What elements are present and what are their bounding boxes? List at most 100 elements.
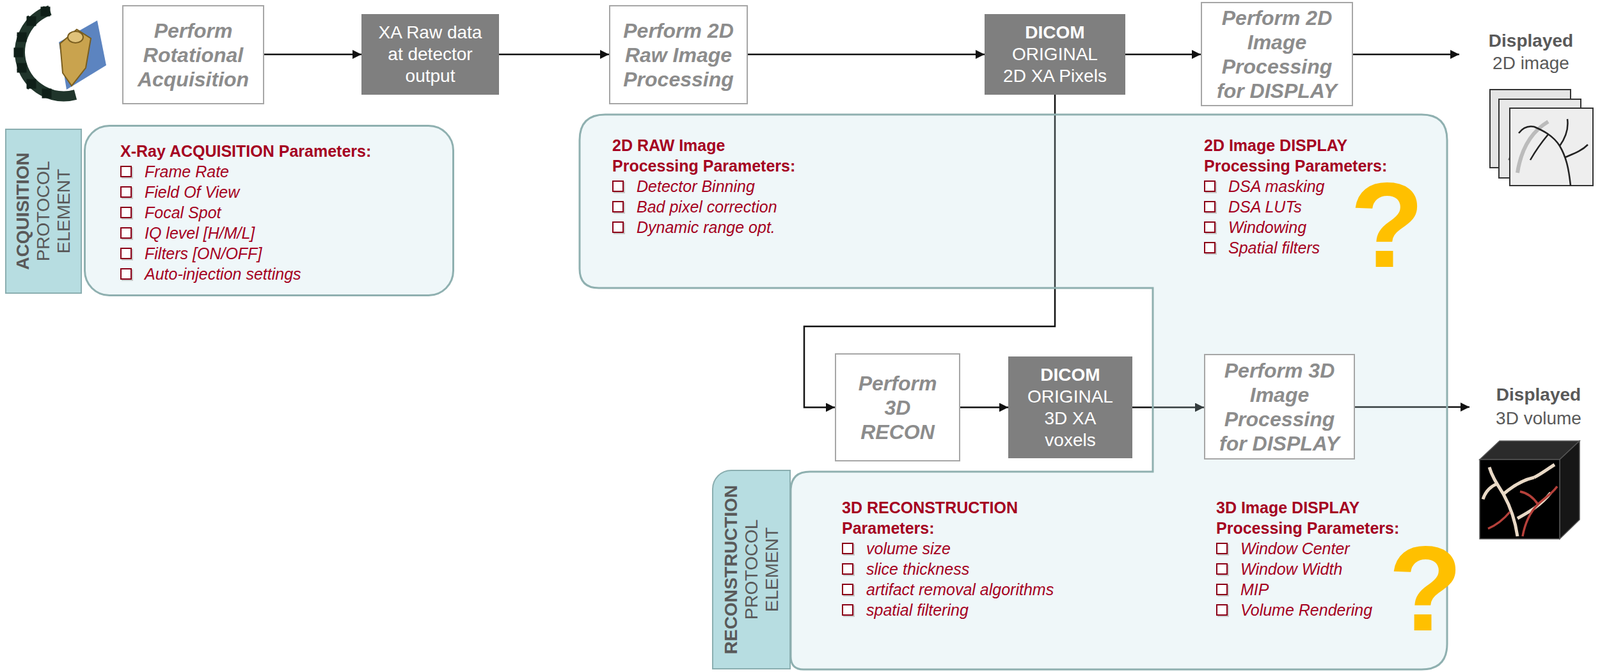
checklist-row: Volume Rendering	[1216, 599, 1409, 620]
param-heading: 3D RECONSTRUCTION Parameters:	[841, 497, 1034, 539]
checkbox-symbol	[841, 583, 854, 595]
checkbox-symbol	[1216, 542, 1228, 555]
checkbox-symbol	[1216, 562, 1228, 575]
param-item: Bad pixel correction	[636, 196, 778, 217]
param-item: artifact removal algorithms	[866, 578, 1054, 600]
vessel-tree	[1518, 118, 1588, 186]
param-item: Focal Spot	[144, 202, 222, 223]
data-box: XA Raw data at detector output	[361, 14, 500, 95]
checklist-row: Auto-injection settings	[120, 263, 372, 285]
checklist-row: MIP	[1216, 578, 1409, 600]
checkbox-symbol	[612, 180, 624, 192]
param-item: Spatial filters	[1228, 237, 1320, 258]
protocol-tab: ACQUISITIONPROTOCOL ELEMENT	[5, 128, 82, 294]
param-item: Window Width	[1240, 558, 1343, 579]
checklist-row: slice thickness	[841, 558, 1054, 579]
protocol-tab: RECONSTRUCTIONPROTOCOL ELEMENT	[712, 469, 791, 670]
param-item: Dynamic range opt.	[636, 216, 776, 238]
cube-front	[1479, 459, 1560, 539]
output-label: 3D volume	[1495, 407, 1582, 430]
checklist-row: spatial filtering	[841, 599, 1054, 620]
panel-outline-path	[579, 114, 1448, 670]
checkbox-symbol	[1203, 221, 1216, 233]
detector-modules	[14, 6, 51, 98]
detector-plane	[58, 20, 107, 90]
dicom-box: DICOMORIGINAL 3D XA voxels	[1008, 356, 1133, 459]
param-item: DSA masking	[1228, 175, 1325, 197]
parameter-group: 3D RECONSTRUCTION Parameters:volume size…	[841, 497, 1054, 620]
parameter-group: 3D Image DISPLAY Processing Parameters:W…	[1216, 497, 1409, 620]
heading-row: 2D RAW Image Processing Parameters:	[612, 134, 805, 176]
param-item: Volume Rendering	[1240, 599, 1373, 620]
process-box: Perform 3D RECON	[834, 353, 961, 462]
param-item: volume size	[866, 538, 951, 559]
checkbox-symbol	[120, 268, 132, 280]
c-arm-illustration	[14, 6, 107, 98]
dicom-box: DICOMORIGINAL 2D XA Pixels	[984, 14, 1126, 95]
param-item: Filters [ON/OFF]	[144, 243, 262, 264]
patient-figure	[60, 29, 91, 86]
image-frame	[1509, 108, 1593, 186]
checkbox-symbol	[841, 562, 854, 575]
checkbox-symbol	[120, 186, 132, 198]
param-heading: X-Ray ACQUISITION Parameters:	[120, 140, 372, 162]
process-text: Perform 3D RECON	[848, 371, 947, 444]
checklist-row: Dynamic range opt.	[612, 216, 805, 238]
data-text: ORIGINAL 3D XA voxels	[1021, 385, 1120, 452]
process-text: Perform 3D Image Processing for DISPLAY	[1212, 358, 1347, 456]
checklist-row: IQ level [H/M/L]	[120, 222, 372, 244]
param-item: Windowing	[1228, 216, 1307, 238]
param-item: Field Of View	[144, 181, 240, 203]
heading-row: 3D Image DISPLAY Processing Parameters:	[1216, 497, 1409, 539]
checklist-row: Filters [ON/OFF]	[120, 243, 372, 264]
cube-side	[1559, 440, 1580, 539]
question-mark: ?	[1349, 179, 1425, 271]
checklist-row: Focal Spot	[120, 202, 372, 223]
checkbox-symbol	[120, 206, 132, 219]
process-text: Perform Rotational Acquisition	[131, 18, 256, 92]
flow-arrow	[960, 406, 1009, 409]
data-text: XA Raw data at detector output	[374, 21, 487, 88]
parameter-group: X-Ray ACQUISITION Parameters:Frame RateF…	[120, 140, 372, 285]
process-text: Perform 2D Raw Image Processing	[617, 18, 739, 92]
param-item: Auto-injection settings	[144, 263, 302, 285]
tab-text: PROTOCOL ELEMENT	[33, 153, 75, 269]
param-item: Detector Binning	[636, 175, 755, 197]
param-item: slice thickness	[866, 558, 970, 579]
flow-arrow	[264, 53, 362, 56]
checklist-row: volume size	[841, 538, 1054, 559]
output-label: Displayed	[1496, 383, 1581, 406]
checkbox-symbol	[1203, 180, 1216, 192]
checkbox-symbol	[612, 221, 624, 233]
checkbox-symbol	[1216, 583, 1228, 595]
displayed-3d-volume	[1479, 440, 1580, 539]
tab-text: RECONSTRUCTION	[720, 476, 742, 663]
tab-text: PROTOCOL ELEMENT	[741, 511, 783, 627]
patient-head	[67, 31, 84, 43]
process-box: Perform 3D Image Processing for DISPLAY	[1203, 353, 1355, 460]
checklist-row: artifact removal algorithms	[841, 578, 1054, 600]
param-heading: 2D RAW Image Processing Parameters:	[612, 134, 805, 176]
param-item: Window Center	[1240, 538, 1350, 559]
heading-row: 3D RECONSTRUCTION Parameters:	[841, 497, 1054, 539]
param-item: DSA LUTs	[1228, 196, 1302, 217]
data-text: DICOM	[1024, 21, 1085, 44]
process-box: Perform Rotational Acquisition	[122, 5, 265, 105]
flow-arrow	[499, 53, 610, 56]
param-item: MIP	[1240, 578, 1269, 600]
checklist-row: Window Width	[1216, 558, 1409, 579]
param-heading: 3D Image DISPLAY Processing Parameters:	[1216, 497, 1409, 539]
heading-row: X-Ray ACQUISITION Parameters:	[120, 140, 372, 162]
checkbox-symbol	[841, 603, 854, 616]
checkbox-symbol	[1203, 241, 1216, 254]
process-box: Perform 2D Raw Image Processing	[609, 5, 748, 105]
displayed-2d-images	[1489, 89, 1593, 186]
param-item: spatial filtering	[866, 599, 969, 620]
process-text: Perform 2D Image Processing for DISPLAY	[1209, 5, 1345, 103]
question-mark: ?	[1388, 542, 1463, 634]
parameter-panel: X-Ray ACQUISITION Parameters:Frame RateF…	[83, 124, 455, 297]
checkbox-symbol	[841, 542, 854, 555]
process-box: Perform 2D Image Processing for DISPLAY	[1200, 1, 1354, 107]
checklist-row: Frame Rate	[120, 161, 372, 182]
checklist-row: Field Of View	[120, 181, 372, 203]
